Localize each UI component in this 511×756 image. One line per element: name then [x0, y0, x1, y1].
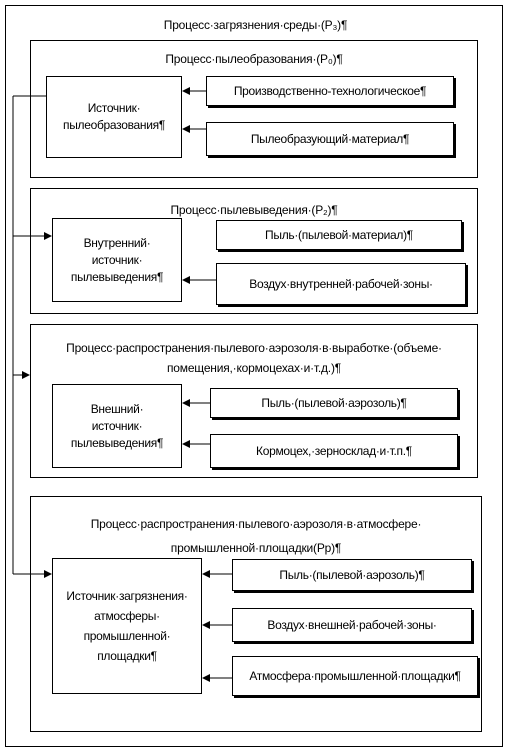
stage-4-input-1: Пыль·(пылевой·аэрозоль)¶ [232, 559, 472, 591]
stage-1-input-2: Пылеобразующий·материал¶ [206, 122, 454, 156]
stage-3-input-1-label: Пыль·(пылевой·аэрозоль)¶ [261, 395, 407, 410]
stage-4-source-box: Источник·загрязнения· атмосферы· промышл… [52, 558, 202, 694]
stage-1-title: Процесс·пылеобразования·(Р₀)¶ [165, 52, 343, 66]
stage-4-input-3: Атмосфера·промышленной·площадки¶ [232, 656, 478, 696]
stage-4-title: Процесс·распространения·пылевого·аэрозол… [90, 517, 422, 555]
stage-3-input-2-label: Кормоцех,·зерносклад·и·т.п.¶ [256, 443, 412, 458]
stage-2-input-2-label: Воздух·внутренней·рабочей·зоны· [249, 276, 433, 291]
stage-4-input-2: Воздух·внешней·рабочей·зоны· [232, 608, 472, 642]
stage-3-input-1: Пыль·(пылевой·аэрозоль)¶ [210, 388, 458, 418]
diagram-title: Процесс·загрязнения·среды·(Р₃)¶ [163, 18, 348, 32]
stage-3-title: Процесс·распространения·пылевого·аэрозол… [66, 341, 442, 375]
stage-2-input-1: Пыль·(пылевой·материал)¶ [216, 220, 462, 250]
stage-1-source-box: Источник· пылеобразования¶ [46, 76, 182, 158]
stage-2-input-2: Воздух·внутренней·рабочей·зоны· [216, 263, 466, 305]
stage-1-input-2-label: Пылеобразующий·материал¶ [250, 131, 410, 146]
stage-2-title: Процесс·пылевыведения·(Р₂)¶ [170, 203, 338, 217]
stage-4-input-1-label: Пыль·(пылевой·аэрозоль)¶ [279, 567, 425, 582]
stage-4-source-label: Источник·загрязнения· атмосферы· промышл… [66, 589, 188, 663]
stage-4-input-3-label: Атмосфера·промышленной·площадки¶ [249, 668, 461, 683]
stage-2-source-label: Внутренний· источник· пылевыведения¶ [70, 235, 164, 284]
stage-4-input-2-label: Воздух·внешней·рабочей·зоны· [267, 617, 437, 632]
stage-1-source-label: Источник· пылеобразования¶ [63, 101, 165, 132]
diagram-frame [5, 5, 503, 747]
stage-3-input-2: Кормоцех,·зерносклад·и·т.п.¶ [210, 434, 458, 468]
stage-1-input-1: Производственно-технологическое¶ [206, 76, 454, 106]
stage-3-source-label: Внешний· источник· пылевыведения¶ [70, 401, 164, 450]
stage-2-input-1-label: Пыль·(пылевой·материал)¶ [265, 227, 413, 242]
stage-1-input-1-label: Производственно-технологическое¶ [233, 83, 427, 98]
stage-2-source-box: Внутренний· источник· пылевыведения¶ [52, 218, 182, 302]
stage-3-source-box: Внешний· источник· пылевыведения¶ [52, 384, 182, 468]
